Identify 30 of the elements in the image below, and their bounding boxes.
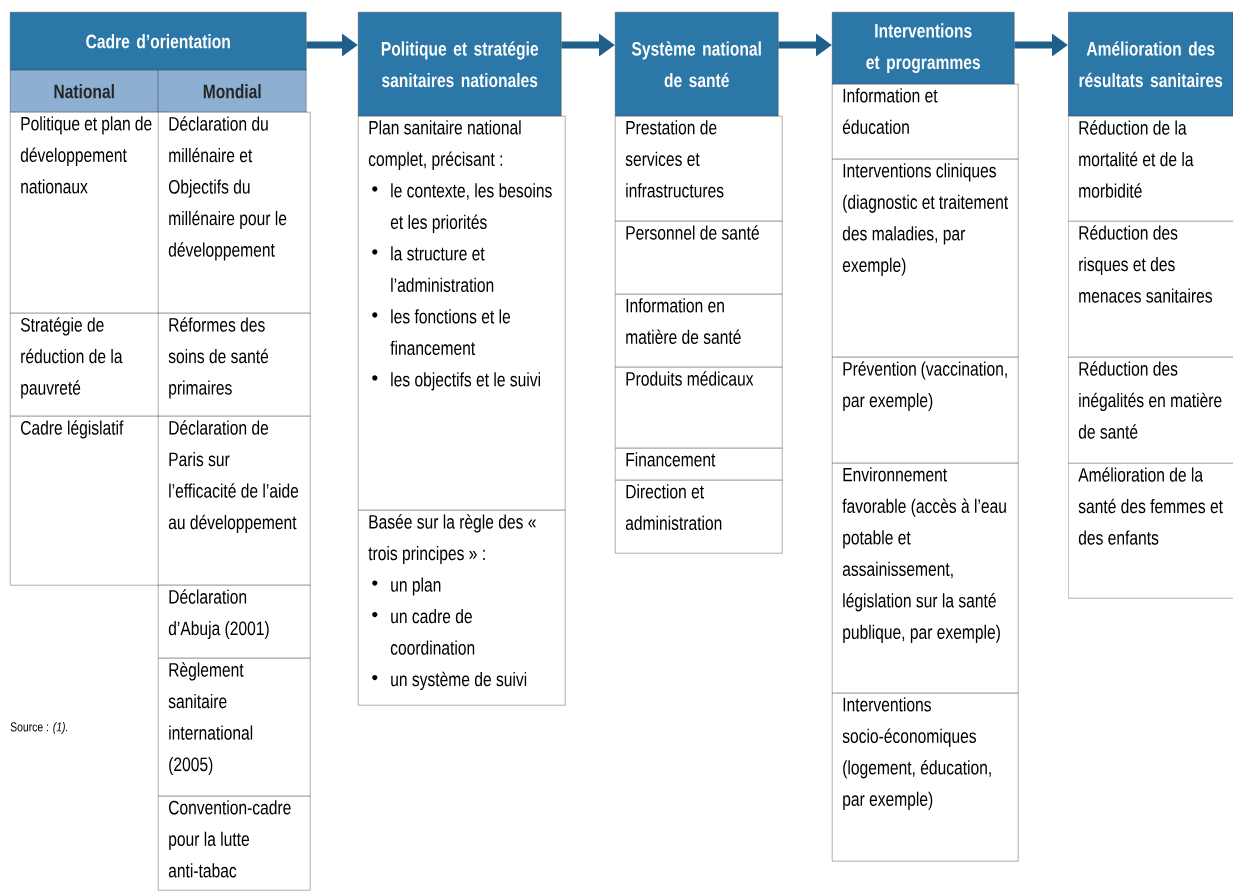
table-cell: Politique et plan de développement nationaux <box>10 112 163 314</box>
table-cell: Information en matière de santé <box>615 294 783 368</box>
node-label: Réduction des risques et des menaces sanitaires <box>1079 225 1213 303</box>
table-cell: Réduction des risques et des menaces sanitaires <box>1068 221 1233 358</box>
table-cell: Réduction de la mortalité et de la morbidité <box>1068 116 1233 222</box>
node-label: Amélioration de la santé des femmes et des enfants <box>1078 467 1223 545</box>
table-cell: Convention-cadre pour la lutte anti-tabac <box>158 796 311 891</box>
table-cell: Interventions socio-économiques (logement, éducation, par exemple) <box>832 693 1019 862</box>
table-cell: Prévention (vaccination, par exemple) <box>832 357 1019 464</box>
table-cell: Information et éducation <box>832 84 1019 160</box>
column-header: Interventions et programmes <box>832 12 1015 85</box>
column-header: Politique et stratégie sanitaires nationales <box>358 12 562 117</box>
subheader-cell: National <box>10 70 159 113</box>
column-header: Cadre d’orientation <box>10 12 307 71</box>
table-cell: Déclaration d’Abuja (2001) <box>158 585 311 659</box>
source-note: Source : (1). <box>10 721 68 735</box>
table-cell: Amélioration de la santé des femmes et des enfants <box>1068 463 1233 599</box>
table-cell: Financement <box>615 448 783 481</box>
table-cell: Basée sur la règle des « trois principes » : un plan un cadre de coordination un système de suivi <box>358 510 566 706</box>
table-cell: Personnel de santé <box>615 221 783 295</box>
table-cell: Réduction des inégalités en matière de santé <box>1068 357 1233 464</box>
column-header: Système national de santé <box>615 12 779 117</box>
table-cell: Règlement sanitaire international (2005) <box>158 658 311 797</box>
table-cell: Déclaration du millénaire et Objectifs du millénaire pour le développement <box>158 112 311 314</box>
table-cell: Stratégie de réduction de la pauvreté <box>10 313 163 417</box>
subheader-cell: Mondial <box>158 70 307 113</box>
table-cell: Prestation de services et infrastructures <box>615 116 783 222</box>
table-cell: Réformes des soins de santé primaires <box>158 313 311 417</box>
column-header: Amélioration des résultats sanitaires <box>1068 12 1233 117</box>
table-cell: Cadre législatif <box>10 416 163 586</box>
